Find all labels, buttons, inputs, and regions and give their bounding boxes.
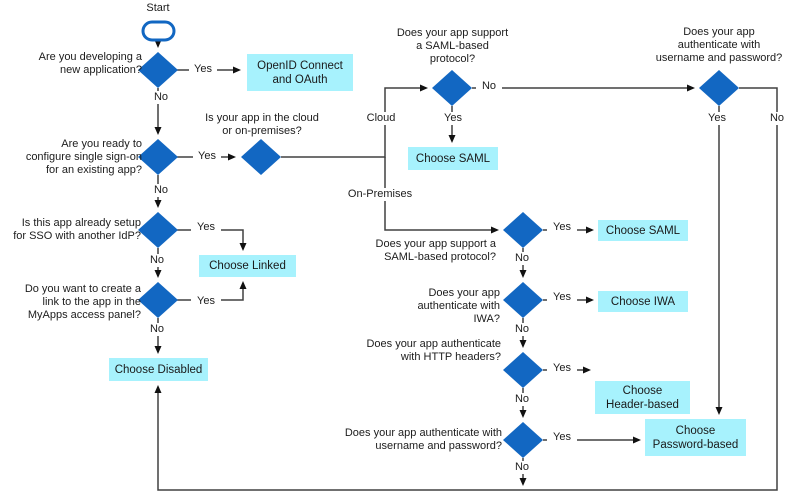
question-ready-sso: Are you ready to configure single sign-o… bbox=[25, 138, 142, 176]
label-q9-no: No bbox=[509, 323, 535, 336]
edge-q5-onprem bbox=[384, 157, 499, 234]
label-q11-yes: Yes bbox=[547, 431, 577, 444]
decision-userpass-cloud bbox=[699, 70, 739, 106]
label-q1-no: No bbox=[148, 91, 174, 104]
question-cloud-or-onprem: Is your app in the cloud or on-premises? bbox=[205, 112, 319, 137]
label-q10-yes: Yes bbox=[547, 362, 577, 375]
decision-http-headers bbox=[503, 352, 543, 388]
outcome-choose-iwa: Choose IWA bbox=[598, 291, 688, 312]
label-q1-yes: Yes bbox=[189, 63, 217, 76]
decision-cloud-or-onprem bbox=[241, 139, 281, 175]
label-q2-yes: Yes bbox=[193, 150, 221, 163]
start-node bbox=[141, 20, 176, 42]
label-q3-yes: Yes bbox=[191, 221, 221, 234]
edge-q7-no-return bbox=[154, 87, 778, 491]
outcome-openid-oauth: OpenID Connect and OAuth bbox=[247, 54, 353, 91]
label-q9-yes: Yes bbox=[547, 291, 577, 304]
question-userpass-onprem: Does your app authenticate with username… bbox=[344, 427, 502, 452]
label-branch-cloud: Cloud bbox=[358, 112, 404, 125]
decision-already-idp bbox=[138, 212, 178, 248]
decision-userpass-onprem bbox=[503, 422, 543, 458]
label-q8-no: No bbox=[509, 252, 535, 265]
outcome-choose-linked: Choose Linked bbox=[199, 255, 296, 277]
decision-saml-cloud bbox=[432, 70, 472, 106]
decision-myapps-link bbox=[138, 282, 178, 318]
label-q7-no: No bbox=[763, 112, 790, 125]
label-branch-on-premises: On-Premises bbox=[343, 188, 417, 201]
start-label: Start bbox=[146, 2, 170, 14]
question-already-idp: Is this app already setup for SSO with a… bbox=[13, 217, 141, 242]
decision-ready-sso bbox=[138, 139, 178, 175]
label-q10-no: No bbox=[509, 393, 535, 406]
decision-saml-onprem bbox=[503, 212, 543, 248]
outcome-choose-saml-cloud: Choose SAML bbox=[408, 147, 498, 170]
question-myapps-link: Do you want to create a link to the app … bbox=[24, 283, 141, 321]
decision-iwa bbox=[503, 282, 543, 318]
question-saml-cloud: Does your app support a SAML-based proto… bbox=[396, 27, 509, 65]
label-q11-no: No bbox=[509, 461, 535, 474]
outcome-choose-disabled: Choose Disabled bbox=[109, 358, 208, 381]
question-iwa: Does your app authenticate with IWA? bbox=[417, 287, 500, 325]
question-userpass-cloud: Does your app authenticate with username… bbox=[655, 26, 783, 64]
label-q3-no: No bbox=[144, 254, 170, 267]
label-q7-yes: Yes bbox=[702, 112, 732, 125]
outcome-choose-password-based: Choose Password-based bbox=[645, 419, 746, 456]
outcome-choose-saml-onprem: Choose SAML bbox=[598, 220, 688, 241]
outcome-choose-header-based: Choose Header-based bbox=[595, 381, 690, 414]
question-saml-onprem: Does your app support a SAML-based proto… bbox=[375, 238, 496, 263]
label-q6-yes: Yes bbox=[439, 112, 467, 125]
decision-new-app bbox=[138, 52, 178, 88]
question-http-headers: Does your app authenticate with HTTP hea… bbox=[366, 338, 501, 363]
label-q4-no: No bbox=[144, 323, 170, 336]
label-q2-no: No bbox=[148, 184, 174, 197]
label-q6-no: No bbox=[476, 80, 502, 93]
question-new-app: Are you developing a new application? bbox=[38, 51, 142, 76]
label-q4-yes: Yes bbox=[191, 295, 221, 308]
label-q8-yes: Yes bbox=[547, 221, 577, 234]
